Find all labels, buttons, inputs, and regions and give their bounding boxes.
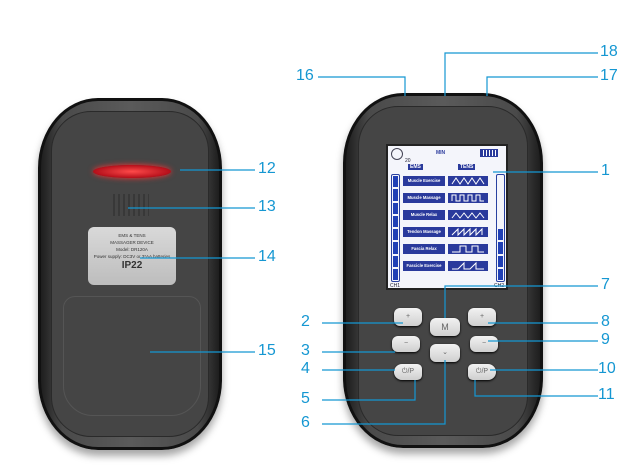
callout-9: 9 [601,331,610,348]
ch2-power-button[interactable]: ⏻/P [468,364,496,380]
battery-cover[interactable] [63,296,201,416]
speaker-grille [113,194,149,216]
callout-13: 13 [258,198,276,215]
callout-15: 15 [258,342,276,359]
label-line: EMS & TENS [118,233,146,238]
mode-item: Muscle Exercise [403,176,445,186]
waveform-icon [448,261,488,271]
clock-icon [391,148,403,160]
label-line: Model: DR120A [116,247,148,252]
waveform-icon [448,193,488,203]
waveform-icon [448,227,488,237]
ch1-down-button[interactable]: − [392,336,420,352]
ch2-down-button[interactable]: − [470,336,498,352]
label-line: Power supply: DC3V or 3*AA batteries [93,254,171,259]
waveform-icon [448,176,488,186]
callout-3: 3 [301,342,310,359]
callout-6: 6 [301,414,310,431]
callout-17: 17 [600,67,618,84]
device-front-view: 20 MIN EMS TENS CH1 CH2 Muscle Exercise … [343,93,543,448]
tens-header: TENS [458,164,476,170]
ch1-intensity-bar [391,174,400,282]
ch1-up-button[interactable]: + [394,308,422,326]
callout-7: 7 [601,276,610,293]
callout-4: 4 [301,360,310,377]
callout-5: 5 [301,390,310,407]
ch1-label: CH1 [390,283,401,289]
waveform-icon [448,210,488,220]
callout-10: 10 [598,360,616,377]
ch2-up-button[interactable]: + [468,308,496,326]
mode-item: Fascicle Exercise [403,261,445,271]
led-light-strip [93,165,171,178]
waveform-icon [448,244,488,254]
lcd-screen: 20 MIN EMS TENS CH1 CH2 Muscle Exercise … [386,144,508,290]
callout-11: 11 [598,386,615,403]
mode-item: Fascia Relax [403,244,445,254]
callout-18: 18 [600,43,618,60]
mode-item: Tendon Massage [403,227,445,237]
device-back-view: EMS & TENS MASSAGER DEVICE Model: DR120A… [38,98,222,450]
callout-16: 16 [296,67,314,84]
callout-12: 12 [258,160,276,177]
product-label: EMS & TENS MASSAGER DEVICE Model: DR120A… [88,227,176,285]
callout-2: 2 [301,313,310,330]
ip-rating: IP22 [121,260,143,271]
ch2-intensity-bar [496,174,505,282]
callout-1: 1 [601,162,610,179]
ch1-power-button[interactable]: ⏻/P [394,364,422,380]
callout-14: 14 [258,248,276,265]
timer-unit: MIN [436,150,446,156]
timer-value: 20 [405,158,411,164]
timer-button[interactable]: ⌄ [430,344,460,362]
ems-header: EMS [408,164,423,170]
label-line: MASSAGER DEVICE [110,240,154,245]
callout-8: 8 [601,313,610,330]
mode-item: Muscle Massage [403,193,445,203]
mode-item: Muscle Relax [403,210,445,220]
mode-button[interactable]: M [430,318,460,336]
battery-icon [480,149,498,157]
